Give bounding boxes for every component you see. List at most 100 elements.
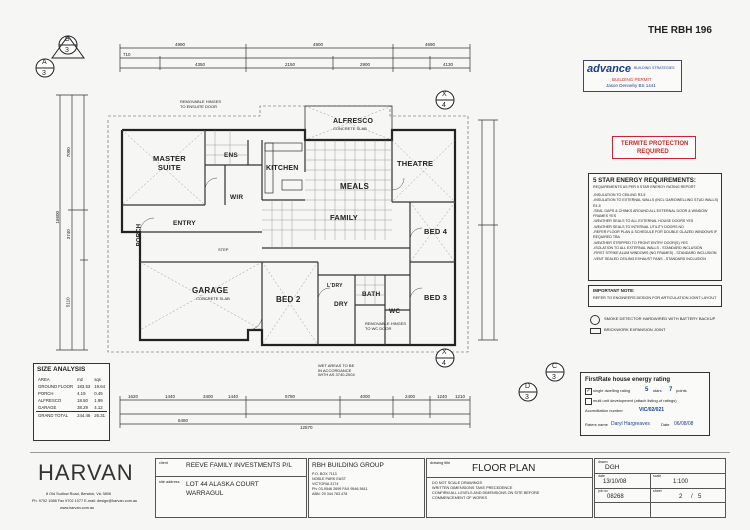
dim-label: 4690: [425, 42, 436, 47]
termite-line1: TERMITE PROTECTION: [621, 141, 689, 147]
legend-expansion: BRICKWORK EXPANSION JOINT: [604, 327, 666, 332]
firstrate-stars-label: stars: [653, 388, 662, 393]
dim-label: 1440: [165, 394, 176, 399]
permit-stamp: advance BUILDING STRATEGIES BUILDING PER…: [583, 60, 682, 92]
builder-name: RBH BUILDING GROUP: [312, 462, 384, 469]
energy-requirements-box: 5 STAR ENERGY REQUIREMENTS: REQUIREMENTS…: [588, 173, 722, 281]
scale-label: scale: [653, 474, 662, 478]
drawing-title-block: drawing title FLOOR PLAN DO NOT SCALE DR…: [426, 458, 593, 518]
dim-label: 4900: [313, 42, 324, 47]
smoke-detector-icon: [590, 315, 600, 325]
stamp-line2: Jason Dennehy BS 1441: [606, 83, 656, 88]
company-contact: Ph. 9702 1988 Fax 9702 1077 E-mail: desi…: [32, 499, 138, 503]
section-marker-num: 3: [525, 394, 529, 401]
energy-item: -SEAL GAPS & CHINKS AROUND ALL EXTERNAL …: [593, 208, 708, 219]
firstrate-opt2: multi unit development (attach listing o…: [593, 398, 677, 403]
title-block: [30, 452, 730, 519]
section-marker-id: A: [42, 59, 47, 66]
stamp-brand: advance: [587, 63, 632, 75]
section-marker-id: X: [442, 91, 447, 98]
section-marker-num: 4: [442, 360, 446, 367]
job-label: job no: [598, 489, 608, 493]
important-title: IMPORTANT NOTE:: [593, 288, 635, 293]
legend-smoke: SMOKE DETECTOR HARDWIRED WITH BATTERY BA…: [604, 316, 716, 321]
dim-label: 2150: [285, 62, 296, 67]
dim-label: 4350: [195, 62, 206, 67]
important-note-box: IMPORTANT NOTE: REFER TO ENGINEERS DESIG…: [588, 285, 722, 307]
section-marker-num: 3: [65, 47, 69, 54]
firstrate-box: FirstRate house energy rating ✓ single d…: [580, 372, 710, 436]
termite-box: TERMITE PROTECTION REQUIRED: [612, 136, 696, 159]
energy-item: -VENT SEALED CEILING EXHAUST FANS - STAN…: [593, 256, 706, 261]
firstrate-title: FirstRate house energy rating: [585, 377, 671, 383]
garage-slab-note: CONCRETE SLAB: [196, 296, 230, 301]
section-marker-id: B: [65, 36, 70, 43]
accr-label: Accreditation number: [585, 408, 623, 413]
single-dwelling-checkbox[interactable]: ✓: [585, 388, 592, 395]
energy-item: -ISOLATION TO ALL EXTERNAL WALLS - STAND…: [593, 245, 703, 250]
job-value: 08268: [607, 494, 624, 500]
dim-label: 5780: [285, 394, 296, 399]
dim-label: 4990: [175, 42, 186, 47]
section-marker-id: X: [442, 349, 447, 356]
energy-item: -WEATHER SEALS TO ALL EXTERNAL HOUSE DOO…: [593, 219, 694, 224]
room-master-suite: MASTER SUITE: [153, 155, 186, 171]
room-alfresco: ALFRESCO: [333, 118, 374, 125]
room-bed2: BED 2: [276, 295, 301, 304]
energy-list: -INSULATION TO CEILING R3.5 -INSULATION …: [593, 193, 719, 262]
dim-label: 1210: [455, 394, 466, 399]
termite-line2: REQUIRED: [637, 149, 669, 155]
room-family: FAMILY: [330, 213, 359, 222]
drawing-title: FLOOR PLAN: [472, 463, 536, 474]
room-ens: ENS: [224, 152, 238, 159]
room-wir: WIR: [230, 194, 244, 201]
room-label: SUITE: [157, 162, 181, 172]
info-block: drawn DGH date 13/10/08 scale 1:100 job …: [594, 458, 726, 518]
room-wc: WC: [389, 308, 401, 315]
dim-label: 1240: [437, 394, 448, 399]
room-bath: BATH: [362, 291, 381, 298]
raters-value: Daryl Hargreaves: [611, 421, 650, 427]
important-text: REFER TO ENGINEERS DESIGN FOR ARTICULATI…: [593, 296, 717, 300]
date-label: Date: [661, 422, 670, 427]
room-kitchen: KITCHEN: [266, 165, 299, 172]
firstrate-points-label: points: [676, 388, 687, 393]
date-value: 06/08/08: [674, 421, 694, 427]
firstrate-opt1: single dwelling rating: [593, 388, 631, 393]
date-value: 13/10/08: [603, 479, 627, 485]
room-label: MASTER: [153, 154, 186, 163]
dim-label: 4000: [360, 394, 371, 399]
dim-label: 3740: [65, 229, 71, 240]
dim-label: 1440: [228, 394, 239, 399]
site-line1: LOT 44 ALASKA COURT: [186, 481, 259, 488]
company-web: www.harvan.com.au: [60, 506, 95, 510]
energy-item: -WEATHER STRIPPED TO FRONT ENTRY DOOR(S)…: [593, 240, 688, 245]
room-garage: GARAGE: [192, 286, 229, 295]
client-block: client REEVE FAMILY INVESTMENTS P/L site…: [155, 458, 307, 518]
multi-unit-checkbox[interactable]: [585, 398, 592, 405]
dim-label: 16600: [55, 210, 61, 224]
dim-label: 4130: [443, 62, 454, 67]
section-marker-num: 3: [552, 374, 556, 381]
energy-title: 5 STAR ENERGY REQUIREMENTS:: [593, 177, 696, 184]
section-marker-id: D: [525, 383, 531, 390]
size-analysis-title: SIZE ANALYSIS: [37, 366, 86, 373]
dim-label: 2400: [405, 394, 416, 399]
section-marker-num: 4: [442, 102, 446, 109]
stamp-tagline: BUILDING STRATEGIES: [634, 66, 675, 70]
client-value: REEVE FAMILY INVESTMENTS P/L: [186, 462, 292, 469]
alfresco-slab-note: CONCRETE SLAB: [333, 126, 367, 131]
drawn-label: drawn: [598, 460, 608, 464]
drawing-label: drawing title: [430, 461, 451, 465]
dim-label: 5110: [65, 297, 71, 308]
energy-item: -INSULATION TO EXTERNAL WALLS (INCL GAR/…: [593, 198, 719, 208]
